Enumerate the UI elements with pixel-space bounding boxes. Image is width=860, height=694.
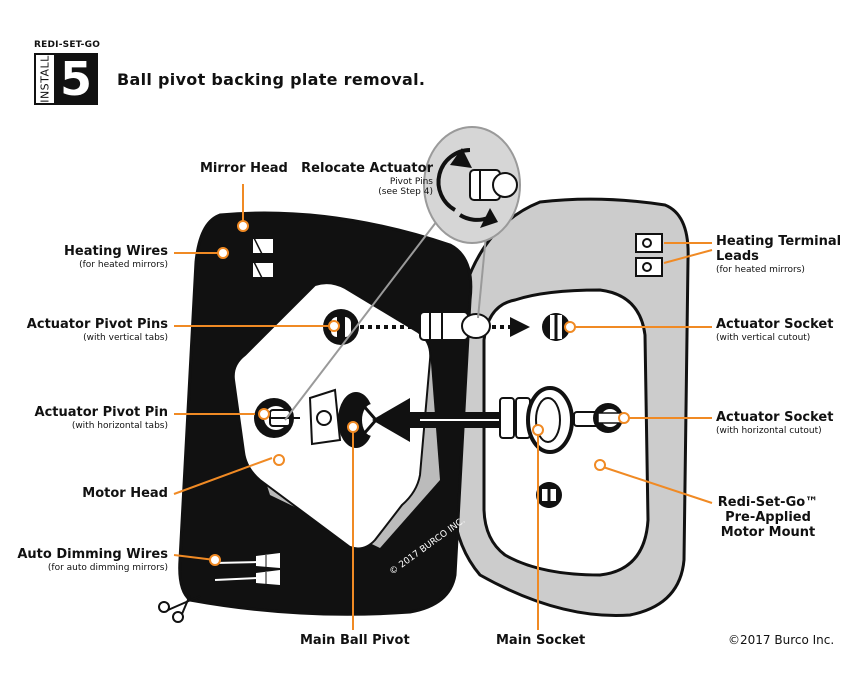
- label-heating-wires: Heating Wires (for heated mirrors): [64, 244, 168, 270]
- relocated-actuator-pin: [419, 311, 491, 341]
- install-word-box: INSTALL: [36, 55, 56, 103]
- install-step-badge: INSTALL 5: [34, 53, 98, 105]
- heating-terminal-leads: [635, 233, 663, 277]
- label-auto-dimming-wires: Auto Dimming Wires (for auto dimming mir…: [17, 547, 168, 573]
- label-actuator-socket-horizontal: Actuator Socket (with horizontal cutout): [716, 410, 834, 436]
- step-number: 5: [56, 55, 96, 103]
- scissors-icon: [158, 594, 201, 623]
- actuator-socket-vertical: [542, 313, 570, 341]
- series-label: REDI-SET-GO: [34, 40, 101, 50]
- label-actuator-pivot-pin: Actuator Pivot Pin (with horizontal tabs…: [34, 405, 168, 431]
- label-relocate-actuator: Relocate Actuator Pivot Pins (see Step 4…: [301, 161, 433, 198]
- label-actuator-pivot-pins: Actuator Pivot Pins (with vertical tabs): [26, 317, 168, 343]
- label-actuator-socket-vertical: Actuator Socket (with vertical cutout): [716, 317, 834, 343]
- copyright: ©2017 Burco Inc.: [728, 633, 835, 647]
- label-main-ball-pivot: Main Ball Pivot: [300, 633, 410, 648]
- label-main-socket: Main Socket: [496, 633, 586, 648]
- label-mirror-head: Mirror Head: [200, 161, 288, 176]
- callout-dots: [209, 220, 630, 566]
- heating-wires-connector: [251, 237, 275, 279]
- bubble-actuator-pin: [469, 169, 518, 201]
- page-title: Ball pivot backing plate removal.: [117, 70, 426, 89]
- label-heating-terminal-leads: Heating Terminal Leads (for heated mirro…: [716, 234, 842, 275]
- rotate-arrows-icon: [436, 148, 498, 228]
- label-motor-head: Motor Head: [82, 486, 168, 501]
- callout-lines: [173, 184, 713, 630]
- mount-lower-socket: [536, 482, 562, 508]
- auto-dimming-wires: [214, 553, 280, 585]
- label-redi-set-go-mount: Redi-Set-Go™ Pre-Applied Motor Mount: [717, 495, 819, 540]
- bubble-pointer-1: [284, 199, 454, 421]
